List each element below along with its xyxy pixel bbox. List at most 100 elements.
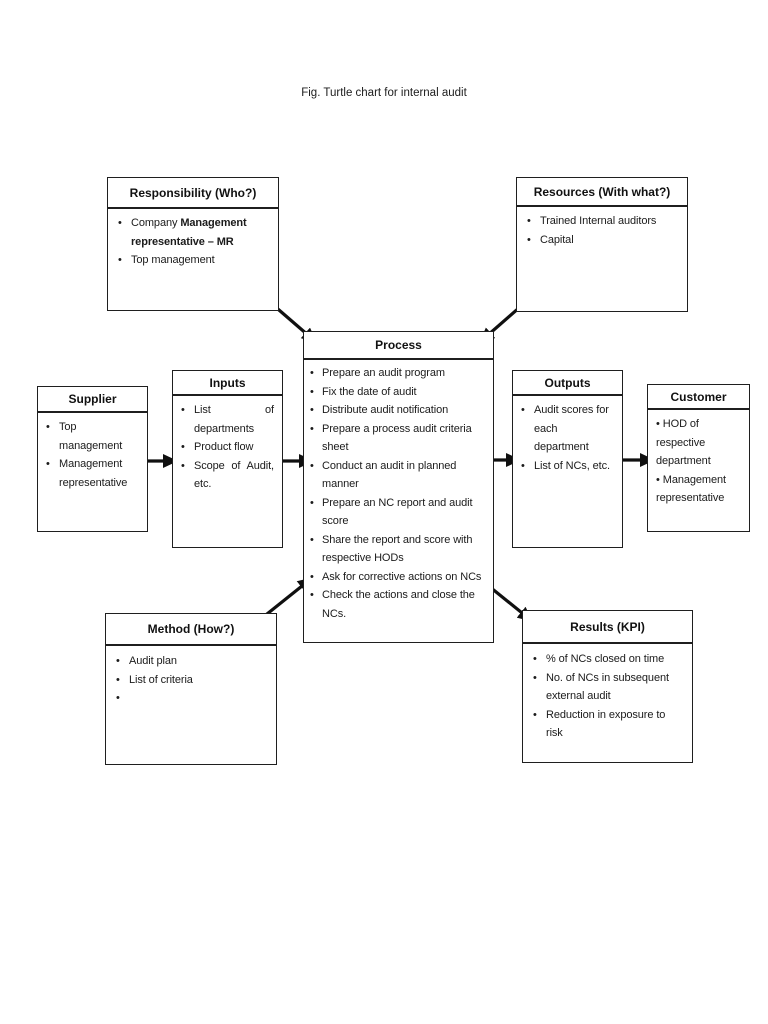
responsibility-box-body: •Company Management representative – MR•… — [108, 209, 278, 270]
bullet-item-text: Management representative — [656, 473, 726, 505]
bullet-item: • Conduct an audit in planned manner — [310, 457, 490, 494]
bullet-item: • Capital — [527, 231, 661, 250]
bullet-marker: • — [181, 404, 185, 416]
bullet-item-text: Audit scores for each department — [534, 404, 609, 453]
bullet-marker: • — [521, 459, 525, 472]
bullet-item: • % of NCs closed on time — [533, 650, 684, 669]
results-box-header: Results (KPI) — [523, 611, 692, 644]
bullet-marker: • — [310, 404, 314, 416]
bullet-marker: • — [310, 570, 314, 583]
bullet-item: • Reduction in exposure to risk — [533, 706, 684, 743]
bullet-marker: • — [310, 589, 314, 601]
bullet-item-text: Reduction in exposure to risk — [546, 708, 666, 740]
bullet-marker: • — [310, 496, 314, 509]
bullet-marker: • — [116, 692, 120, 704]
supplier-box: Supplier • Top management • Management repr… — [37, 386, 148, 532]
bullet-item-text: Scope of Audit, etc. — [194, 459, 274, 491]
bullet-marker: • — [310, 533, 314, 546]
bullet-item: •Check the actions and close the NCs. — [310, 586, 490, 623]
bullet-marker: • — [46, 421, 50, 433]
bullet-item: • List of departments — [181, 401, 274, 438]
process-box: Process •Prepare an audit program•Fix th… — [303, 331, 494, 643]
bullet-item-text: Capital — [540, 233, 574, 246]
bullet-item: • Fix the date of audit — [310, 383, 490, 402]
bullet-item-text: Prepare an audit program — [322, 367, 445, 379]
bullet-item-text: Company Management representative – MR — [131, 217, 247, 248]
method-box-body: • Audit plan • List of criteria • — [106, 646, 276, 708]
bullet-item-text: Top management — [131, 254, 215, 266]
bullet-item: •Prepare an audit program — [310, 364, 490, 383]
outputs-box-header: Outputs — [513, 371, 622, 396]
bullet-item-text: Audit plan — [129, 655, 177, 667]
responsibility-box: Responsibility (Who?) •Company Managemen… — [107, 177, 279, 311]
bullet-item-text: Share the report and score with respecti… — [322, 533, 473, 565]
resources-box-body: • Trained Internal auditors • Capital — [517, 207, 687, 249]
customer-box-header: Customer — [648, 385, 749, 410]
bullet-item: • Scope of Audit, etc. — [181, 457, 274, 494]
bullet-item-text: Fix the date of audit — [322, 385, 417, 398]
figure-caption: Fig. Turtle chart for internal audit — [301, 87, 467, 99]
bullet-item-text: Prepare an NC report and audit score — [322, 496, 473, 528]
bullet-item: • Trained Internal auditors — [527, 212, 661, 231]
bullet-item: • List of criteria — [116, 671, 268, 690]
bullet-item: • — [116, 689, 268, 708]
bullet-item-text: Management representative — [59, 458, 128, 489]
customer-box: Customer •HOD of respective department•M… — [647, 384, 750, 532]
bullet-marker: • — [116, 655, 120, 667]
bullet-marker: • — [118, 254, 122, 266]
bullet-item-text: Ask for corrective actions on NCs — [322, 570, 482, 583]
bullet-item-text: % of NCs closed on time — [546, 653, 665, 665]
bullet-marker: • — [310, 422, 314, 435]
bullet-marker: • — [46, 458, 50, 470]
process-box-header: Process — [304, 332, 493, 360]
bullet-marker: • — [118, 217, 122, 229]
bullet-marker: • — [116, 673, 120, 686]
bullet-item: • Prepare a process audit criteria sheet — [310, 420, 490, 457]
bullet-item-text: Trained Internal auditors — [540, 215, 657, 227]
bullet-marker: • — [181, 459, 185, 472]
bullet-marker: • — [527, 233, 531, 246]
bullet-item-text: Prepare a process audit criteria sheet — [322, 422, 472, 454]
bullet-item: • Audit plan — [116, 652, 268, 671]
bullet-item-text: Conduct an audit in planned manner — [322, 459, 457, 491]
bullet-item: • Prepare an NC report and audit score — [310, 494, 490, 531]
bullet-item: • List of NCs, etc. — [521, 457, 610, 476]
bullet-marker: • — [181, 441, 185, 453]
bullet-marker: • — [533, 671, 537, 684]
bullet-item-text: Product flow — [194, 441, 254, 453]
bullet-item: • Management representative — [46, 455, 137, 492]
bullet-marker: • — [656, 418, 660, 430]
bullet-item: • Company Management representative – MR — [118, 214, 270, 251]
customer-box-body: •HOD of respective department•Management… — [648, 410, 749, 508]
bullet-item-text: List of departments — [194, 404, 274, 435]
results-box-body: • % of NCs closed on time • No. of NCs in s… — [523, 644, 692, 743]
bullet-item: • Distribute audit notification — [310, 401, 490, 420]
bullet-item-text: List of criteria — [129, 673, 193, 686]
supplier-box-header: Supplier — [38, 387, 147, 413]
bullet-item: • Share the report and score with respect… — [310, 531, 490, 568]
bullet-marker: • — [533, 653, 537, 665]
bullet-item-text: Top management — [59, 421, 123, 452]
bullet-item-text: List of NCs, etc. — [534, 459, 610, 472]
bullet-marker: • — [521, 404, 525, 416]
bullet-marker: • — [656, 473, 660, 486]
inputs-box: Inputs • List of departments • Product flow… — [172, 370, 283, 548]
bullet-marker: • — [310, 459, 314, 472]
resources-box: Resources (With what?) •Trained Internal… — [516, 177, 688, 312]
inputs-box-body: • List of departments • Product flow • Scope … — [173, 396, 282, 494]
bullet-item: •Management representative — [656, 471, 745, 508]
bullet-item: • Audit scores for each department — [521, 401, 610, 457]
bullet-marker: • — [310, 385, 314, 398]
bullet-item: • Product flow — [181, 438, 274, 457]
bullet-item: • Top management — [118, 251, 270, 270]
process-box-body: •Prepare an audit program•Fix the date o… — [304, 360, 493, 623]
bullet-marker: • — [533, 708, 537, 721]
outputs-box: Outputs • Audit scores for each departmen… — [512, 370, 623, 548]
bullet-item: • Ask for corrective actions on NCs — [310, 568, 490, 587]
bullet-item-text: Distribute audit notification — [322, 404, 449, 416]
bullet-item-text: No. of NCs in subsequent external audit — [546, 671, 669, 703]
bullet-item: •HOD of respective department — [656, 415, 745, 471]
bullet-marker: • — [527, 215, 531, 227]
inputs-box-header: Inputs — [173, 371, 282, 396]
